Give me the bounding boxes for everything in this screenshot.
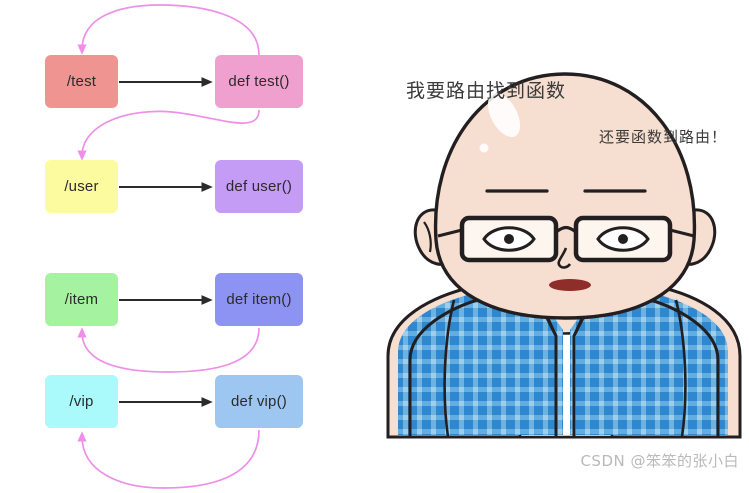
loop-arrow-test-to-user bbox=[77, 109, 260, 161]
csdn-watermark: CSDN @笨笨的张小白 bbox=[580, 452, 739, 470]
cartoon-character-illustration: 我要路由找到函数 还要函数到路由！ bbox=[380, 0, 749, 493]
function-node-vip[interactable]: def vip() bbox=[215, 375, 303, 428]
speech-text-line-1: 我要路由找到函数 bbox=[406, 80, 567, 102]
ear-left-inner bbox=[423, 221, 432, 253]
loop-arrow-item-loop bbox=[77, 327, 260, 373]
speech-text-line-2: 还要函数到路由！ bbox=[599, 128, 728, 146]
pupil-right bbox=[618, 234, 628, 244]
sleeve-seam-right bbox=[674, 299, 687, 438]
route-node-test[interactable]: /test bbox=[45, 55, 118, 108]
character-drawing bbox=[386, 72, 742, 439]
head-highlight-large bbox=[487, 92, 521, 138]
route-node-item[interactable]: /item bbox=[45, 273, 118, 326]
glasses-temple-right bbox=[669, 228, 695, 238]
glasses-bridge bbox=[555, 225, 577, 234]
nose bbox=[557, 247, 572, 269]
route-node-user[interactable]: /user bbox=[45, 160, 118, 213]
loop-arrow-bottom bbox=[77, 429, 260, 489]
pupil-left bbox=[504, 234, 514, 244]
function-node-user[interactable]: def user() bbox=[215, 160, 303, 213]
route-function-diagram: /test def test() /user def user() /item … bbox=[45, 4, 303, 489]
function-node-test[interactable]: def test() bbox=[215, 55, 303, 108]
mouth bbox=[549, 279, 591, 291]
glasses-temple-left bbox=[437, 228, 463, 238]
sleeve-seam-left bbox=[443, 299, 456, 438]
function-node-item[interactable]: def item() bbox=[215, 273, 303, 326]
loop-arrow-top bbox=[77, 4, 260, 56]
route-node-vip[interactable]: /vip bbox=[45, 375, 118, 428]
head-highlight-small bbox=[479, 143, 489, 153]
